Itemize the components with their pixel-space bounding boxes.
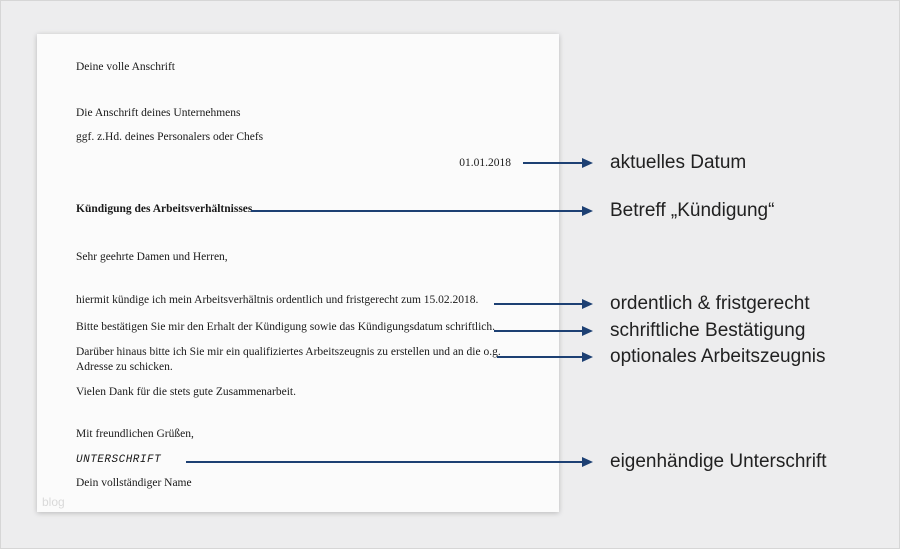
closing-line: Mit freundlichen Grüßen, bbox=[76, 428, 194, 440]
subject-line: Kündigung des Arbeitsverhältnisses bbox=[76, 203, 253, 215]
arrow-icon-date bbox=[523, 158, 593, 168]
body-paragraph-3-line-2: Adresse zu schicken. bbox=[76, 361, 173, 373]
letter-date: 01.01.2018 bbox=[459, 157, 511, 169]
arrow-head-icon bbox=[582, 158, 593, 168]
sender-address-line: Deine volle Anschrift bbox=[76, 61, 176, 73]
arrow-shaft bbox=[251, 210, 584, 212]
arrow-head-icon bbox=[582, 206, 593, 216]
body-paragraph-2: Bitte bestätigen Sie mir den Erhalt der … bbox=[76, 321, 496, 333]
body-paragraph-1: hiermit kündige ich mein Arbeitsverhältn… bbox=[76, 294, 479, 306]
body-paragraph-4: Vielen Dank für die stets gute Zusammena… bbox=[76, 386, 296, 398]
signature-placeholder: UNTERSCHRIFT bbox=[76, 454, 162, 466]
arrow-icon-notice bbox=[494, 299, 593, 309]
arrow-head-icon bbox=[582, 352, 593, 362]
arrow-head-icon bbox=[582, 299, 593, 309]
arrow-head-icon bbox=[582, 457, 593, 467]
arrow-shaft bbox=[523, 162, 584, 164]
annotation-proper-notice: ordentlich & fristgerecht bbox=[610, 293, 810, 314]
arrow-head-icon bbox=[582, 326, 593, 336]
body-paragraph-3-line-1: Darüber hinaus bitte ich Sie mir ein qua… bbox=[76, 346, 501, 358]
arrow-icon-subject bbox=[251, 206, 593, 216]
arrow-icon-reference bbox=[497, 352, 593, 362]
salutation-line: Sehr geehrte Damen und Herren, bbox=[76, 251, 228, 263]
arrow-shaft bbox=[497, 356, 584, 358]
company-address-line: Die Anschrift deines Unternehmens bbox=[76, 107, 241, 119]
attention-line: ggf. z.Hd. deines Personalers oder Chefs bbox=[76, 131, 264, 143]
arrow-icon-confirmation bbox=[494, 326, 593, 336]
blog-watermark: blog bbox=[42, 495, 65, 509]
annotation-handwritten-signature: eigenhändige Unterschrift bbox=[610, 451, 827, 472]
arrow-shaft bbox=[494, 303, 584, 305]
arrow-shaft bbox=[186, 461, 584, 463]
name-placeholder: Dein vollständiger Name bbox=[76, 477, 192, 489]
arrow-shaft bbox=[494, 330, 584, 332]
annotation-written-confirmation: schriftliche Bestätigung bbox=[610, 320, 806, 341]
annotation-current-date: aktuelles Datum bbox=[610, 152, 747, 173]
letter-page: Deine volle Anschrift Die Anschrift dein… bbox=[37, 34, 559, 512]
annotation-optional-reference: optionales Arbeitszeugnis bbox=[610, 346, 826, 367]
arrow-icon-signature bbox=[186, 457, 593, 467]
annotation-subject: Betreff „Kündigung“ bbox=[610, 200, 775, 221]
